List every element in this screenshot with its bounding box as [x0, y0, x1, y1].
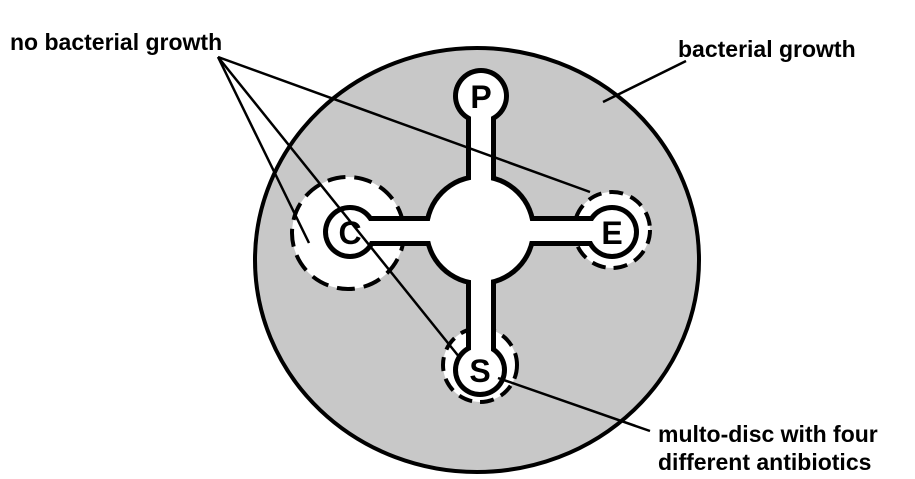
label-bacterial-growth: bacterial growth [678, 36, 856, 62]
leader-growth [603, 61, 686, 102]
label-no-bacterial-growth: no bacterial growth [10, 29, 222, 55]
disc-label-p: P [470, 79, 491, 115]
disc-label-s: S [469, 353, 490, 389]
label-multidisc-line1: multo-disc with four [658, 421, 878, 447]
disc-label-e: E [601, 215, 622, 251]
label-multidisc-line2: different antibiotics [658, 449, 871, 475]
